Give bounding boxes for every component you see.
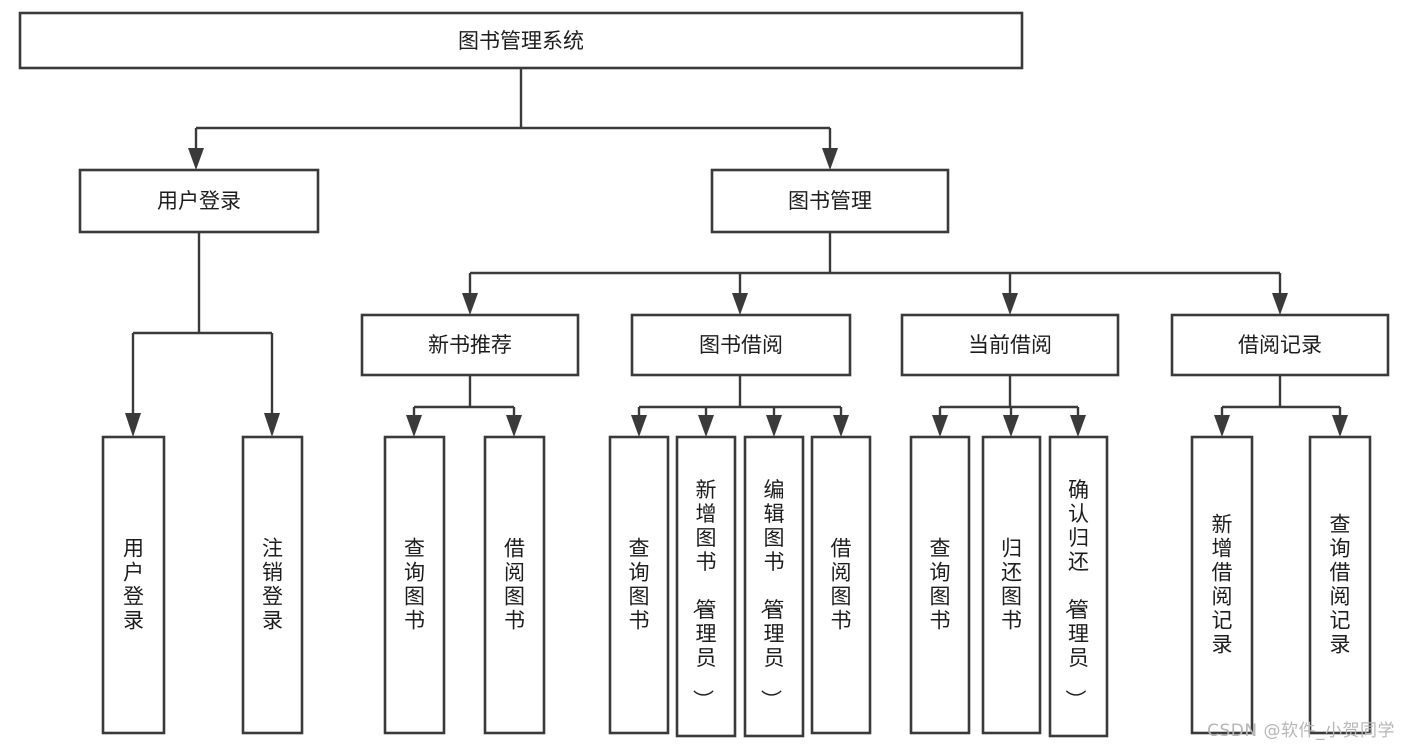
leaf-add-record-label: 新增借阅记录: [1212, 513, 1233, 657]
leaf-borrow-book-rec-box[interactable]: [483, 435, 546, 735]
leaf-user-login-box[interactable]: [101, 435, 166, 735]
node-book-mgmt[interactable]: 图书管理: [710, 168, 950, 234]
leaf-query-book-cb-label: 查询图书: [930, 537, 951, 633]
node-book-borrow-label: 图书借阅: [699, 333, 783, 357]
leaf-borrow-book-br-box[interactable]: [810, 435, 872, 735]
node-current-borrow[interactable]: 当前借阅: [900, 313, 1120, 377]
leaf-logout[interactable]: 注销登录: [241, 435, 304, 735]
arrow-head-current-borrow: [1002, 293, 1018, 315]
arrow-head-leaf-add-book: [698, 415, 714, 437]
node-user-login[interactable]: 用户登录: [78, 168, 320, 234]
node-book-mgmt-label: 图书管理: [788, 189, 872, 213]
leaf-return-book-box[interactable]: [981, 435, 1042, 735]
node-borrow-record[interactable]: 借阅记录: [1170, 313, 1390, 377]
leaf-query-book-br-label: 查询图书: [629, 537, 650, 633]
arrow-head-book-mgmt: [822, 148, 838, 170]
node-current-borrow-label: 当前借阅: [968, 333, 1052, 357]
node-new-book-rec-label: 新书推荐: [428, 333, 512, 357]
leaf-query-record-box[interactable]: [1308, 435, 1372, 735]
leaf-add-book-label: 新增图书（管理员）: [691, 478, 717, 710]
leaf-user-login-label: 用户登录: [123, 537, 144, 633]
leaf-add-book-box[interactable]: [675, 435, 737, 738]
leaf-query-book-rec-label: 查询图书: [404, 537, 425, 633]
node-new-book-rec-box[interactable]: [360, 313, 580, 377]
node-current-borrow-box[interactable]: [900, 313, 1120, 377]
leaf-query-book-br-box[interactable]: [608, 435, 670, 735]
arrow-head-leaf-return-book: [1003, 415, 1019, 437]
leaf-borrow-book-br-label: 借阅图书: [831, 537, 852, 633]
node-root-label: 图书管理系统: [458, 29, 584, 53]
leaf-logout-box[interactable]: [241, 435, 304, 735]
leaf-query-book-rec-box[interactable]: [383, 435, 446, 735]
leaf-node-layer: 用户登录 注销登录 查询图书 借阅图书 查询图书 新增图书（管理员） 编辑图书（管理员） 借阅…: [101, 435, 1372, 738]
arrow-head-user-login: [188, 148, 204, 170]
leaf-user-login[interactable]: 用户登录: [101, 435, 166, 735]
arrow-head-leaf-user-login: [125, 413, 141, 437]
arrow-head-leaf-query-book-cb: [932, 415, 948, 437]
arrow-head-leaf-query-record: [1332, 415, 1348, 437]
arrow-head-leaf-add-record: [1214, 415, 1230, 437]
leaf-edit-book-box[interactable]: [743, 435, 805, 738]
node-root[interactable]: 图书管理系统: [18, 11, 1024, 70]
leaf-query-book-cb-box[interactable]: [909, 435, 971, 735]
node-borrow-record-box[interactable]: [1170, 313, 1390, 377]
arrow-head-leaf-logout: [264, 413, 280, 437]
connector-group: [125, 68, 1348, 437]
node-root-box[interactable]: [18, 11, 1024, 70]
arrow-head-leaf-query-book-rec: [406, 415, 422, 437]
node-book-mgmt-box[interactable]: [710, 168, 950, 234]
leaf-edit-book[interactable]: 编辑图书（管理员）: [743, 435, 805, 738]
arrow-head-leaf-edit-book: [766, 415, 782, 437]
leaf-query-book-cb[interactable]: 查询图书: [909, 435, 971, 735]
arrow-head-leaf-confirm-return: [1070, 415, 1086, 437]
leaf-borrow-book-br[interactable]: 借阅图书: [810, 435, 872, 735]
leaf-add-book[interactable]: 新增图书（管理员）: [675, 435, 737, 738]
node-borrow-record-label: 借阅记录: [1238, 333, 1322, 357]
leaf-return-book[interactable]: 归还图书: [981, 435, 1042, 735]
leaf-borrow-book-rec-label: 借阅图书: [504, 537, 525, 633]
leaf-query-book-rec[interactable]: 查询图书: [383, 435, 446, 735]
leaf-edit-book-label: 编辑图书（管理员）: [759, 478, 785, 710]
leaf-borrow-book-rec[interactable]: 借阅图书: [483, 435, 546, 735]
leaf-confirm-return-label: 确认归还（管理员）: [1063, 478, 1089, 710]
arrow-head-leaf-borrow-book-br: [833, 415, 849, 437]
leaf-confirm-return-box[interactable]: [1048, 435, 1109, 738]
leaf-query-record[interactable]: 查询借阅记录: [1308, 435, 1372, 735]
leaf-add-record[interactable]: 新增借阅记录: [1190, 435, 1254, 735]
node-user-login-box[interactable]: [78, 168, 320, 234]
arrow-head-new-book-rec: [462, 293, 478, 315]
arrow-head-book-borrow: [732, 293, 748, 315]
watermark-text: CSDN @软件_小贺同学: [1207, 721, 1395, 741]
leaf-logout-label: 注销登录: [262, 537, 283, 633]
arrow-head-borrow-record: [1272, 293, 1288, 315]
arrow-head-leaf-query-book-br: [631, 415, 647, 437]
arrow-head-leaf-borrow-book-rec: [506, 415, 522, 437]
leaf-query-record-label: 查询借阅记录: [1330, 513, 1351, 657]
node-book-borrow[interactable]: 图书借阅: [630, 313, 852, 377]
leaf-return-book-label: 归还图书: [1001, 537, 1022, 633]
leaf-confirm-return[interactable]: 确认归还（管理员）: [1048, 435, 1109, 738]
node-user-login-label: 用户登录: [157, 189, 241, 213]
leaf-add-record-box[interactable]: [1190, 435, 1254, 735]
leaf-query-book-br[interactable]: 查询图书: [608, 435, 670, 735]
node-new-book-rec[interactable]: 新书推荐: [360, 313, 580, 377]
node-book-borrow-box[interactable]: [630, 313, 852, 377]
